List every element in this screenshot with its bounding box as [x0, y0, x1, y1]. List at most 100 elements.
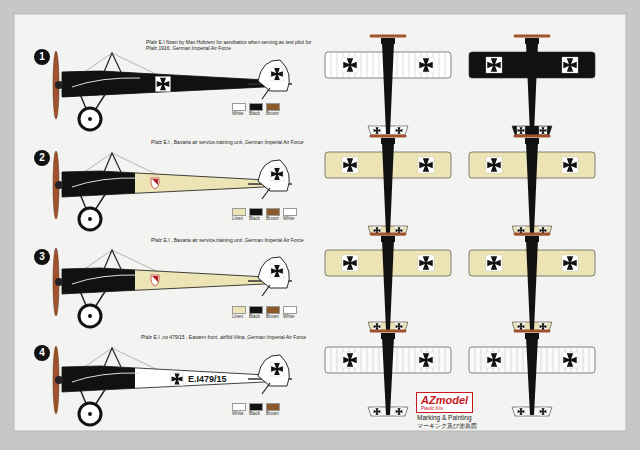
- iron-cross: [374, 408, 381, 415]
- color-chip: White: [232, 403, 248, 416]
- wing-rib: [583, 348, 584, 372]
- wing-rib: [559, 348, 560, 372]
- cross-field: [562, 352, 578, 368]
- color-chip: Linen: [232, 208, 248, 221]
- color-swatch: [266, 103, 280, 111]
- color-chip: Black: [249, 403, 265, 416]
- callout-number-text: 1: [34, 49, 50, 65]
- color-name: Brown: [266, 314, 282, 319]
- color-name: Brown: [266, 411, 282, 416]
- cowling-plan: [381, 138, 395, 144]
- rudder: [258, 160, 289, 191]
- color-swatch: [249, 103, 263, 111]
- iron-cross: [343, 158, 356, 171]
- fuselage-plan: [526, 240, 538, 330]
- propeller-plan: [371, 330, 405, 333]
- wing-rib: [367, 348, 368, 372]
- serial-number: E.I479/15: [188, 374, 227, 384]
- coat-of-arms: [151, 275, 159, 286]
- iron-cross: [271, 168, 283, 180]
- color-name: Linen: [232, 314, 248, 319]
- plan-view: [325, 36, 451, 135]
- iron-cross: [540, 323, 547, 330]
- iron-cross: [343, 353, 356, 366]
- coat-of-arms-field: [152, 276, 158, 282]
- spinner: [55, 278, 63, 286]
- cowling-plan: [381, 38, 395, 44]
- color-chip: White: [232, 103, 248, 116]
- plan-view: [325, 136, 451, 235]
- iron-cross: [396, 323, 403, 330]
- wing-rib: [589, 348, 590, 372]
- wing-rib: [505, 348, 506, 372]
- side-profile: [53, 346, 292, 425]
- iron-cross: [563, 58, 576, 71]
- propeller-plan: [371, 135, 405, 138]
- side-profile: [53, 248, 292, 327]
- wing-rib: [337, 53, 338, 77]
- callout-number: 1: [34, 49, 50, 65]
- plan-view: [469, 36, 595, 135]
- plan-view: [325, 234, 451, 331]
- color-name: Brown: [266, 216, 282, 221]
- exhaust-stripe: [72, 275, 140, 284]
- color-swatch: [283, 208, 297, 216]
- cowling-plan: [381, 236, 395, 242]
- color-chip: White: [283, 208, 299, 221]
- color-swatch: [232, 103, 246, 111]
- iron-cross: [518, 408, 525, 415]
- wing-rib: [445, 348, 446, 372]
- iron-cross: [343, 256, 356, 269]
- plan-view: [469, 136, 595, 235]
- cross-field: [156, 77, 171, 92]
- fuselage-plan: [382, 42, 394, 134]
- wing-rib: [523, 348, 524, 372]
- color-swatch: [232, 306, 246, 314]
- color-name: Black: [249, 111, 265, 116]
- tail-skid: [262, 285, 270, 296]
- wing-rib: [337, 348, 338, 372]
- color-swatch: [266, 403, 280, 411]
- iron-cross: [374, 127, 381, 134]
- cross-field: [517, 127, 525, 135]
- callout-number-text: 2: [34, 150, 50, 166]
- cross-field: [562, 57, 578, 73]
- coat-of-arms-field: [152, 179, 158, 185]
- heading-text: Marking & Painting: [417, 414, 472, 422]
- wing-rib: [439, 348, 440, 372]
- exhaust-stripe: [72, 178, 140, 187]
- engine-cowling: [62, 71, 135, 97]
- iron-cross: [419, 58, 432, 71]
- color-chip: Brown: [266, 403, 282, 416]
- spinner: [55, 376, 63, 384]
- wing-rib: [397, 53, 398, 77]
- engine-cowling: [62, 171, 135, 197]
- scheme-caption: Pfalz E.I ,no 479/15 , Eastern front ,ai…: [140, 334, 312, 340]
- iron-cross: [419, 158, 432, 171]
- fuselage-plan: [526, 142, 538, 234]
- iron-cross: [374, 323, 381, 330]
- cross-field: [539, 127, 547, 135]
- propeller-plan: [515, 330, 549, 333]
- color-name: Black: [249, 314, 265, 319]
- fuselage-plan: [382, 142, 394, 234]
- iron-cross: [271, 363, 283, 375]
- cross-field: [486, 352, 502, 368]
- wing-rib: [397, 348, 398, 372]
- fuselage-plan: [382, 240, 394, 330]
- cross-field: [418, 255, 434, 271]
- color-swatch: [266, 208, 280, 216]
- spinner: [55, 181, 63, 189]
- wheel: [79, 208, 101, 230]
- cowling-plan: [525, 333, 539, 339]
- color-swatch: [249, 208, 263, 216]
- wing-rib: [331, 348, 332, 372]
- cowling-plan: [525, 138, 539, 144]
- color-swatch: [283, 306, 297, 314]
- cross-field: [342, 352, 358, 368]
- tail-skid: [262, 88, 270, 99]
- cross-field: [539, 323, 547, 331]
- iron-cross: [563, 256, 576, 269]
- cross-field: [270, 264, 284, 278]
